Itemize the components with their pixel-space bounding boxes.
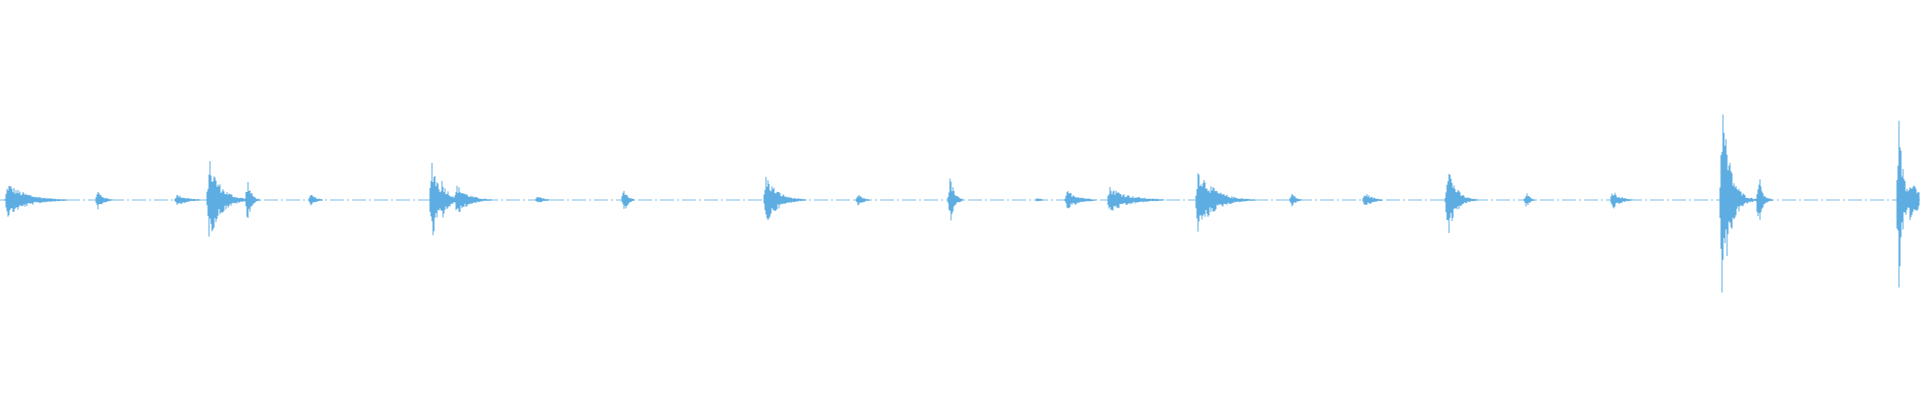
waveform-trace: [4, 114, 1920, 293]
